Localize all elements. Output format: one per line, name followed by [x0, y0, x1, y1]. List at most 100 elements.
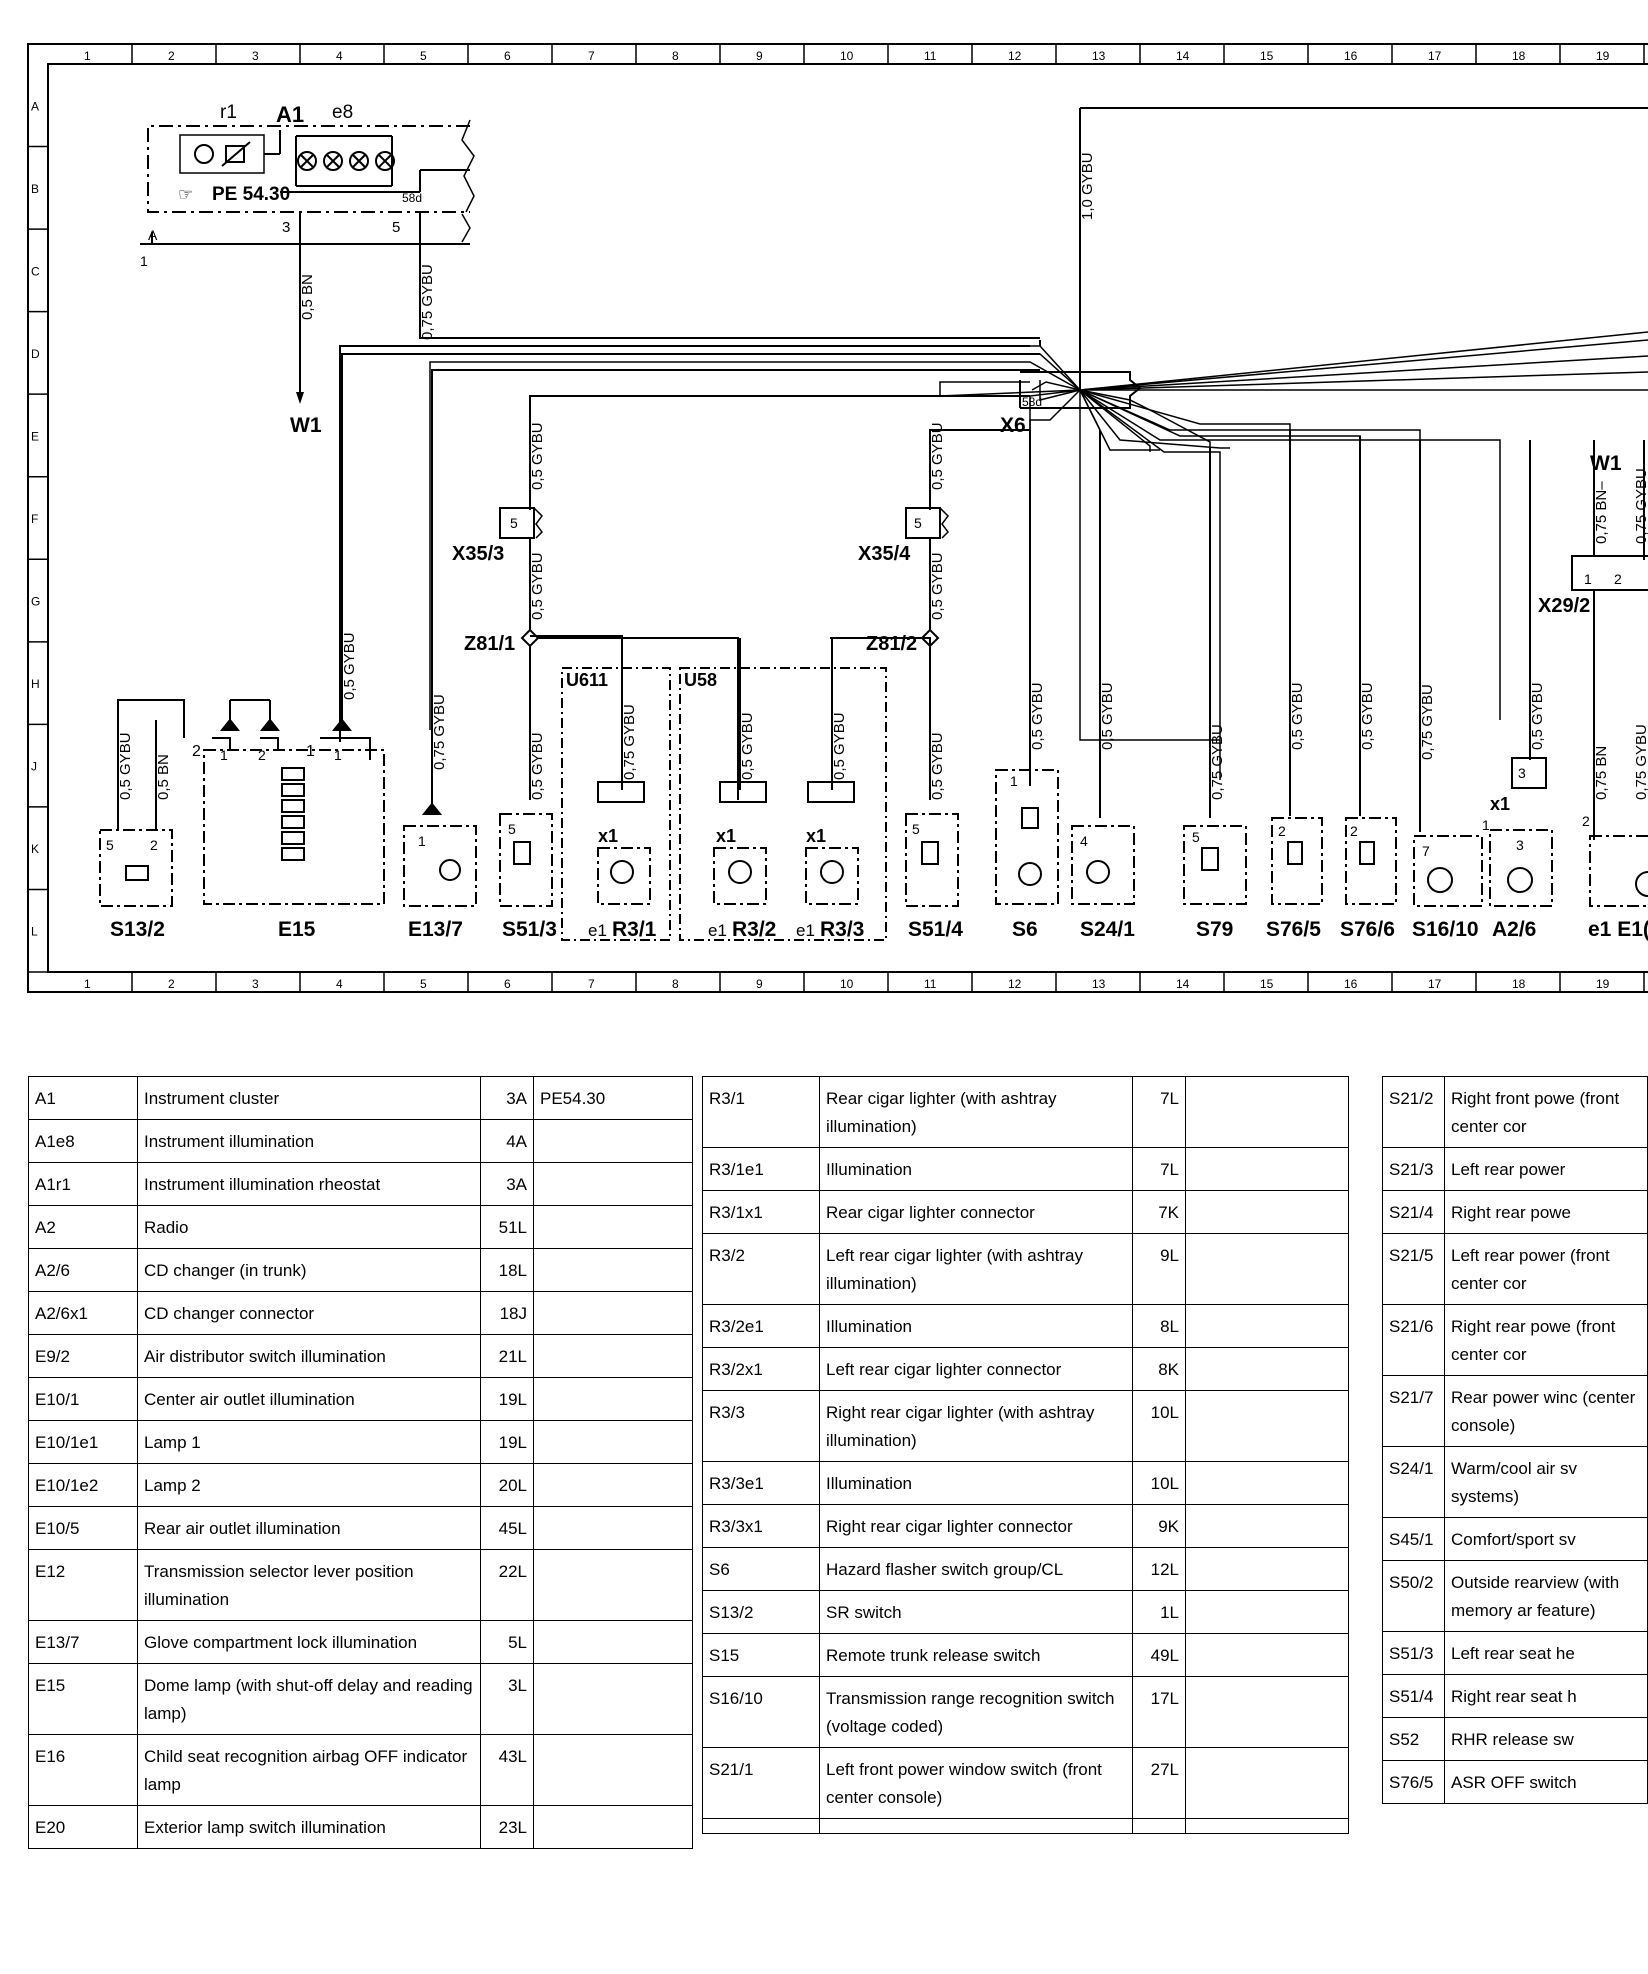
pin-e15-1a: 1: [220, 747, 228, 763]
legend-code: A1: [28, 1076, 138, 1120]
wire-10-gybu: 1,0 GYBU: [1079, 152, 1096, 220]
legend-loc-text: 45L: [498, 1519, 527, 1538]
legend-desc: Left rear power (front center cor: [1444, 1233, 1648, 1305]
legend-desc-text: Illumination: [826, 1474, 912, 1493]
legend-desc: Right rear powe: [1444, 1190, 1648, 1234]
legend-code: R3/3: [702, 1390, 820, 1462]
legend-code: S24/1: [1382, 1446, 1445, 1518]
legend-code: A1r1: [28, 1162, 138, 1206]
legend-note: [533, 1506, 693, 1550]
legend-desc-text: ASR OFF switch: [1451, 1773, 1577, 1792]
legend-code: S50/2: [1382, 1560, 1445, 1632]
legend-loc: 19L: [480, 1420, 534, 1464]
legend-loc: 8L: [1132, 1304, 1186, 1348]
grid-row-label: A: [31, 99, 39, 113]
label-s76-6: S76/6: [1340, 918, 1395, 941]
legend-code-text: S51/4: [1389, 1687, 1434, 1706]
legend-desc-text: SR switch: [826, 1603, 902, 1622]
legend-code-text: R3/2: [709, 1246, 745, 1265]
grid-column-label: 2: [168, 977, 175, 991]
legend-code-text: S6: [709, 1560, 730, 1579]
legend-code: S6: [702, 1547, 820, 1591]
legend-desc: [819, 1818, 1133, 1834]
legend-desc: Left rear cigar lighter connector: [819, 1347, 1133, 1391]
grid-column-label: 10: [840, 49, 854, 63]
grid-column-label: 8: [672, 977, 679, 991]
grid-column-label: 17: [1428, 49, 1442, 63]
legend-code-text: E10/5: [35, 1519, 80, 1538]
pointer-hand-icon: ☞: [178, 185, 193, 204]
legend-loc: 10L: [1132, 1390, 1186, 1462]
legend-code-text: S21/5: [1389, 1246, 1434, 1265]
legend-desc: Left rear cigar lighter (with ashtray il…: [819, 1233, 1133, 1305]
legend-code-text: S15: [709, 1646, 740, 1665]
legend-desc: Illumination: [819, 1147, 1133, 1191]
legend-desc: Instrument illumination: [137, 1119, 481, 1163]
legend-loc: 21L: [480, 1334, 534, 1378]
legend-code: E13/7: [28, 1620, 138, 1664]
legend-loc: 9L: [1132, 1233, 1186, 1305]
wire-05-gybu-s51-4: 0,5 GYBU: [929, 732, 946, 800]
legend-loc-text: 19L: [498, 1390, 527, 1409]
grid-column-label: 5: [420, 49, 427, 63]
legend-code-text: E13/7: [35, 1633, 80, 1652]
connector-squiggles: [533, 507, 949, 539]
legend-loc: 23L: [480, 1805, 534, 1849]
label-r3-1: R3/1: [612, 918, 657, 941]
pin-a2-6x1-3: 3: [1518, 765, 1526, 781]
legend-loc-text: 18J: [499, 1304, 527, 1323]
legend-loc-text: 4A: [506, 1132, 527, 1151]
legend-loc: 43L: [480, 1734, 534, 1806]
grid-column-label: 3: [252, 49, 259, 63]
legend-code: E10/1e1: [28, 1420, 138, 1464]
wire-05-gybu-s51-3: 0,5 GYBU: [529, 732, 546, 800]
legend-loc: 3L: [480, 1663, 534, 1735]
label-s51-4: S51/4: [908, 918, 963, 941]
wire-05-gybu-r3-3: 0,5 GYBU: [831, 712, 848, 780]
pin-x29-2-1: 1: [1584, 571, 1592, 587]
wiring-diagram: 1122334455667788991010111112121313141415…: [27, 43, 1648, 993]
pin-x35-3: 5: [510, 515, 518, 531]
legend-loc: 12L: [1132, 1547, 1186, 1591]
legend-loc-text: 3L: [508, 1676, 527, 1695]
legend-desc-text: Instrument illumination rheostat: [144, 1175, 381, 1194]
legend-loc-text: 8L: [1160, 1317, 1179, 1336]
wire-075-gybu-right-low: 0,75 GYBU: [1633, 724, 1648, 800]
wire-075-gybu-s79: 0,75 GYBU: [1209, 724, 1226, 800]
legend-note: [1185, 1747, 1349, 1819]
legend-code: S76/5: [1382, 1760, 1445, 1804]
grid-row-label: J: [31, 760, 37, 774]
legend-code-text: S21/6: [1389, 1317, 1434, 1336]
pin-e15-2: 2: [192, 743, 201, 760]
pin-s51-4-5: 5: [912, 821, 920, 837]
legend-loc: 3A: [480, 1076, 534, 1120]
legend-code-text: S16/10: [709, 1689, 763, 1708]
grid-row-label: D: [31, 347, 40, 361]
legend-code: E10/1: [28, 1377, 138, 1421]
legend-note: [533, 1620, 693, 1664]
legend-desc: Instrument cluster: [137, 1076, 481, 1120]
legend-code: E16: [28, 1734, 138, 1806]
component-boxes: [99, 354, 1648, 907]
legend-code-text: E10/1e2: [35, 1476, 99, 1495]
legend-desc-text: Radio: [144, 1218, 189, 1237]
legend-loc: [1132, 1818, 1186, 1834]
label-1: 1: [140, 253, 148, 269]
instrument-cluster-a1: [140, 119, 475, 245]
legend-desc-text: Instrument cluster: [144, 1089, 280, 1108]
legend-loc-text: 43L: [498, 1747, 527, 1766]
legend-code: R3/1: [702, 1076, 820, 1148]
legend-code-text: S21/3: [1389, 1160, 1434, 1179]
legend-desc-text: Left rear cigar lighter (with ashtray il…: [826, 1246, 1083, 1293]
label-x29-2: X29/2: [1538, 595, 1590, 617]
legend-desc-text: Left rear seat he: [1451, 1644, 1575, 1663]
legend-desc: RHR release sw: [1444, 1717, 1648, 1761]
